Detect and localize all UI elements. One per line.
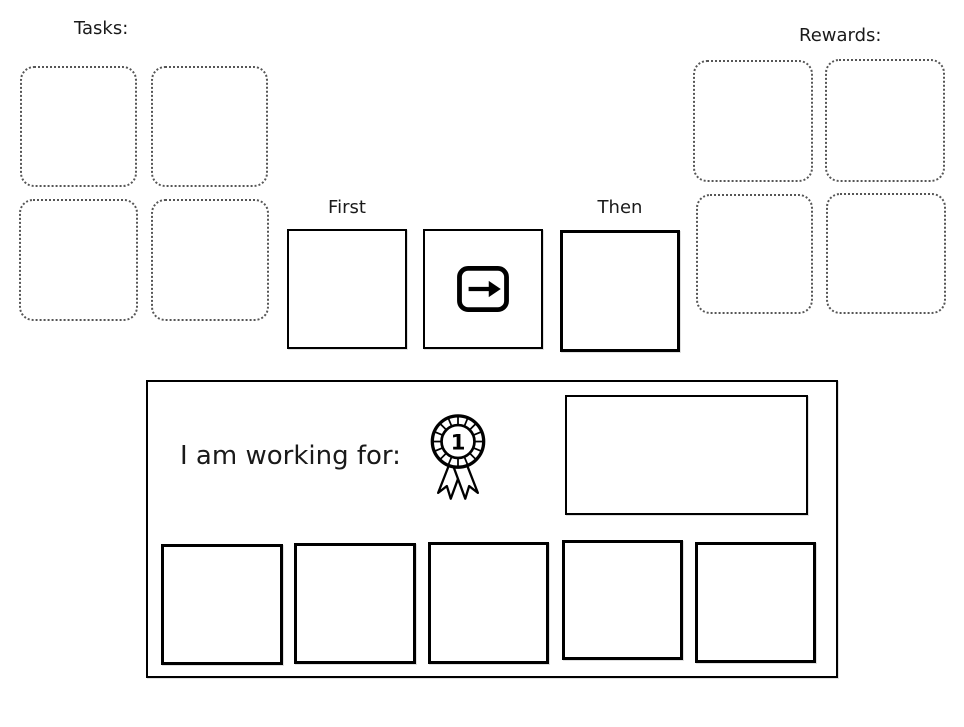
token-slot-4[interactable] [562, 540, 683, 660]
reward-slot-4[interactable] [826, 193, 946, 314]
then-box[interactable] [560, 230, 680, 352]
task-slot-1[interactable] [20, 66, 137, 187]
then-label: Then [597, 197, 643, 218]
reward-slot-2[interactable] [825, 59, 945, 182]
award-ribbon-icon: 1 [427, 411, 489, 505]
right-arrow-icon [457, 265, 509, 313]
award-ribbon-spokes [432, 415, 484, 468]
task-slot-3[interactable] [19, 199, 138, 321]
token-slot-2[interactable] [294, 543, 416, 664]
working-for-text: I am working for: [180, 441, 401, 471]
reward-target-box[interactable] [565, 395, 808, 515]
tasks-label: Tasks: [74, 18, 129, 39]
arrow-box [423, 229, 543, 349]
first-box[interactable] [287, 229, 407, 349]
reward-slot-1[interactable] [693, 60, 813, 182]
token-slot-3[interactable] [428, 542, 549, 664]
task-slot-2[interactable] [151, 66, 268, 187]
first-label: First [328, 197, 366, 218]
rewards-label: Rewards: [799, 25, 882, 46]
task-slot-4[interactable] [151, 199, 269, 321]
token-slot-1[interactable] [161, 544, 283, 665]
award-number: 1 [451, 430, 466, 455]
reward-slot-3[interactable] [696, 194, 813, 314]
token-slot-5[interactable] [695, 542, 816, 663]
